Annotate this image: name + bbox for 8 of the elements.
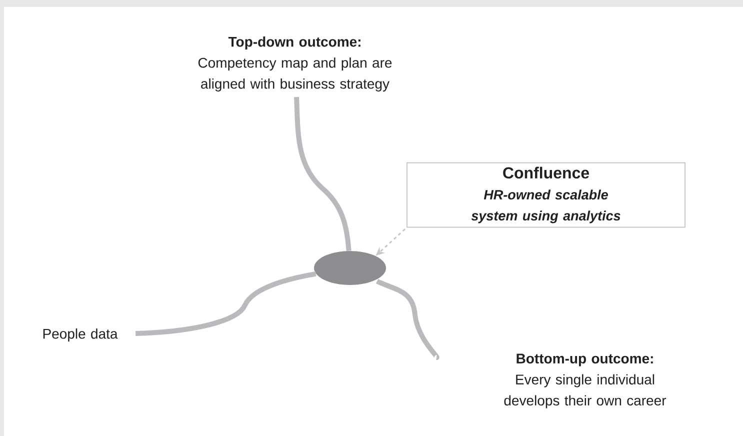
- connector: [294, 96, 352, 252]
- outcome-text: Bottom-up outcome: Every single individual develops their own career: [504, 354, 666, 408]
- confluence-ellipse: [314, 251, 386, 285]
- callout-box: Confluence HR-owned scalable system using analytics: [406, 162, 686, 228]
- connector: [135, 271, 316, 336]
- connector: [376, 278, 439, 358]
- outcome-text: Top-down outcome: Competency map and plan are aligned with business strategy: [198, 36, 392, 92]
- input-text: People data: [43, 328, 118, 342]
